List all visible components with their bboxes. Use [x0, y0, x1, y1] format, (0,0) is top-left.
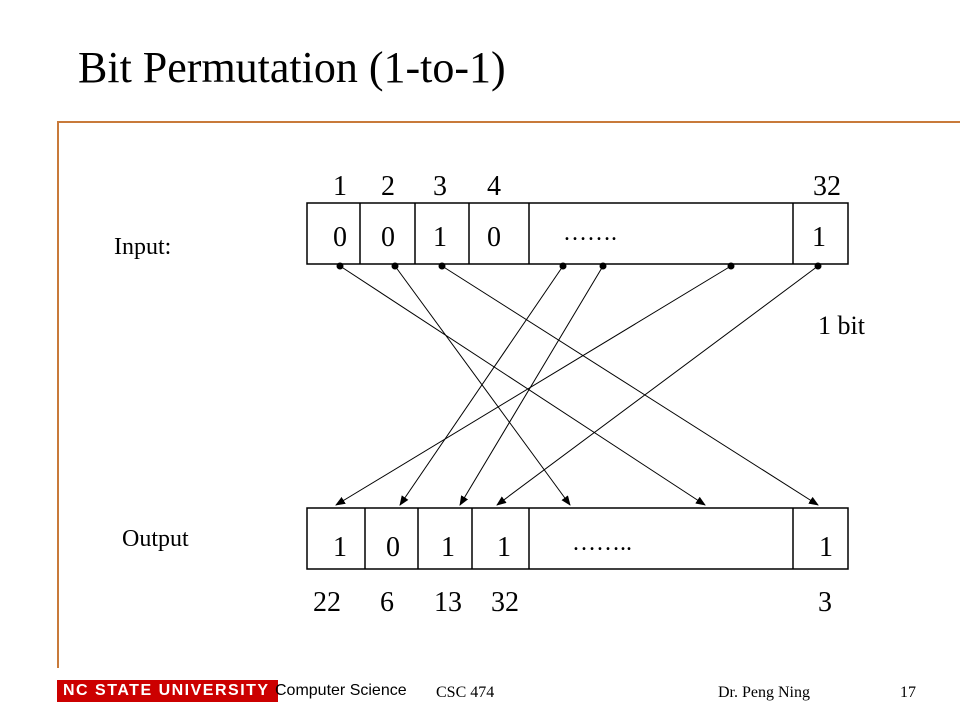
output-position: 6: [380, 587, 394, 618]
output-position: 13: [434, 587, 462, 618]
input-bit: 0: [333, 222, 347, 253]
input-position: 3: [433, 171, 447, 202]
left-divider: [57, 121, 59, 668]
input-register: [306, 202, 849, 265]
input-bit: 0: [381, 222, 395, 253]
input-position: 4: [487, 171, 501, 202]
mapping-arrow: [441, 265, 819, 506]
mapping-arrow: [335, 265, 732, 506]
slide-title: Bit Permutation (1-to-1): [78, 43, 506, 92]
title-divider: [57, 121, 960, 123]
output-bit: 1: [333, 532, 347, 563]
source-dot: [438, 262, 446, 270]
output-position: 22: [313, 587, 341, 618]
course-code: CSC 474: [436, 684, 495, 701]
output-label: Output: [122, 526, 189, 552]
source-dot: [391, 262, 399, 270]
source-dot: [814, 262, 822, 270]
mapping-arrows: [335, 265, 819, 506]
mapping-arrow: [394, 265, 571, 506]
output-bit: 1: [819, 532, 833, 563]
bit-note: 1 bit: [818, 311, 866, 340]
input-bit: 1: [433, 222, 447, 253]
output-register: [306, 507, 849, 570]
source-dot: [727, 262, 735, 270]
mapping-arrow: [399, 265, 564, 506]
mapping-arrow: [459, 265, 604, 506]
department-name: Computer Science: [275, 682, 407, 699]
output-ellipsis: ……..: [572, 530, 632, 556]
output-position: 3: [818, 587, 832, 618]
source-dot: [599, 262, 607, 270]
output-bit: 0: [386, 532, 400, 563]
input-bit: 0: [487, 222, 501, 253]
output-bit: 1: [497, 532, 511, 563]
output-bit: 1: [441, 532, 455, 563]
input-position: 32: [813, 171, 841, 202]
source-dot: [336, 262, 344, 270]
source-dot: [559, 262, 567, 270]
mapping-arrow: [496, 265, 819, 506]
source-dots: [336, 262, 822, 270]
input-bit: 1: [812, 222, 826, 253]
input-ellipsis: …….: [563, 220, 617, 246]
page-number: 17: [900, 684, 916, 701]
input-position: 1: [333, 171, 347, 202]
output-position: 32: [491, 587, 519, 618]
input-label: Input:: [114, 234, 171, 260]
author-name: Dr. Peng Ning: [718, 684, 810, 701]
university-logo: NC STATE UNIVERSITY: [57, 680, 278, 702]
input-position: 2: [381, 171, 395, 202]
mapping-arrow: [339, 265, 706, 506]
